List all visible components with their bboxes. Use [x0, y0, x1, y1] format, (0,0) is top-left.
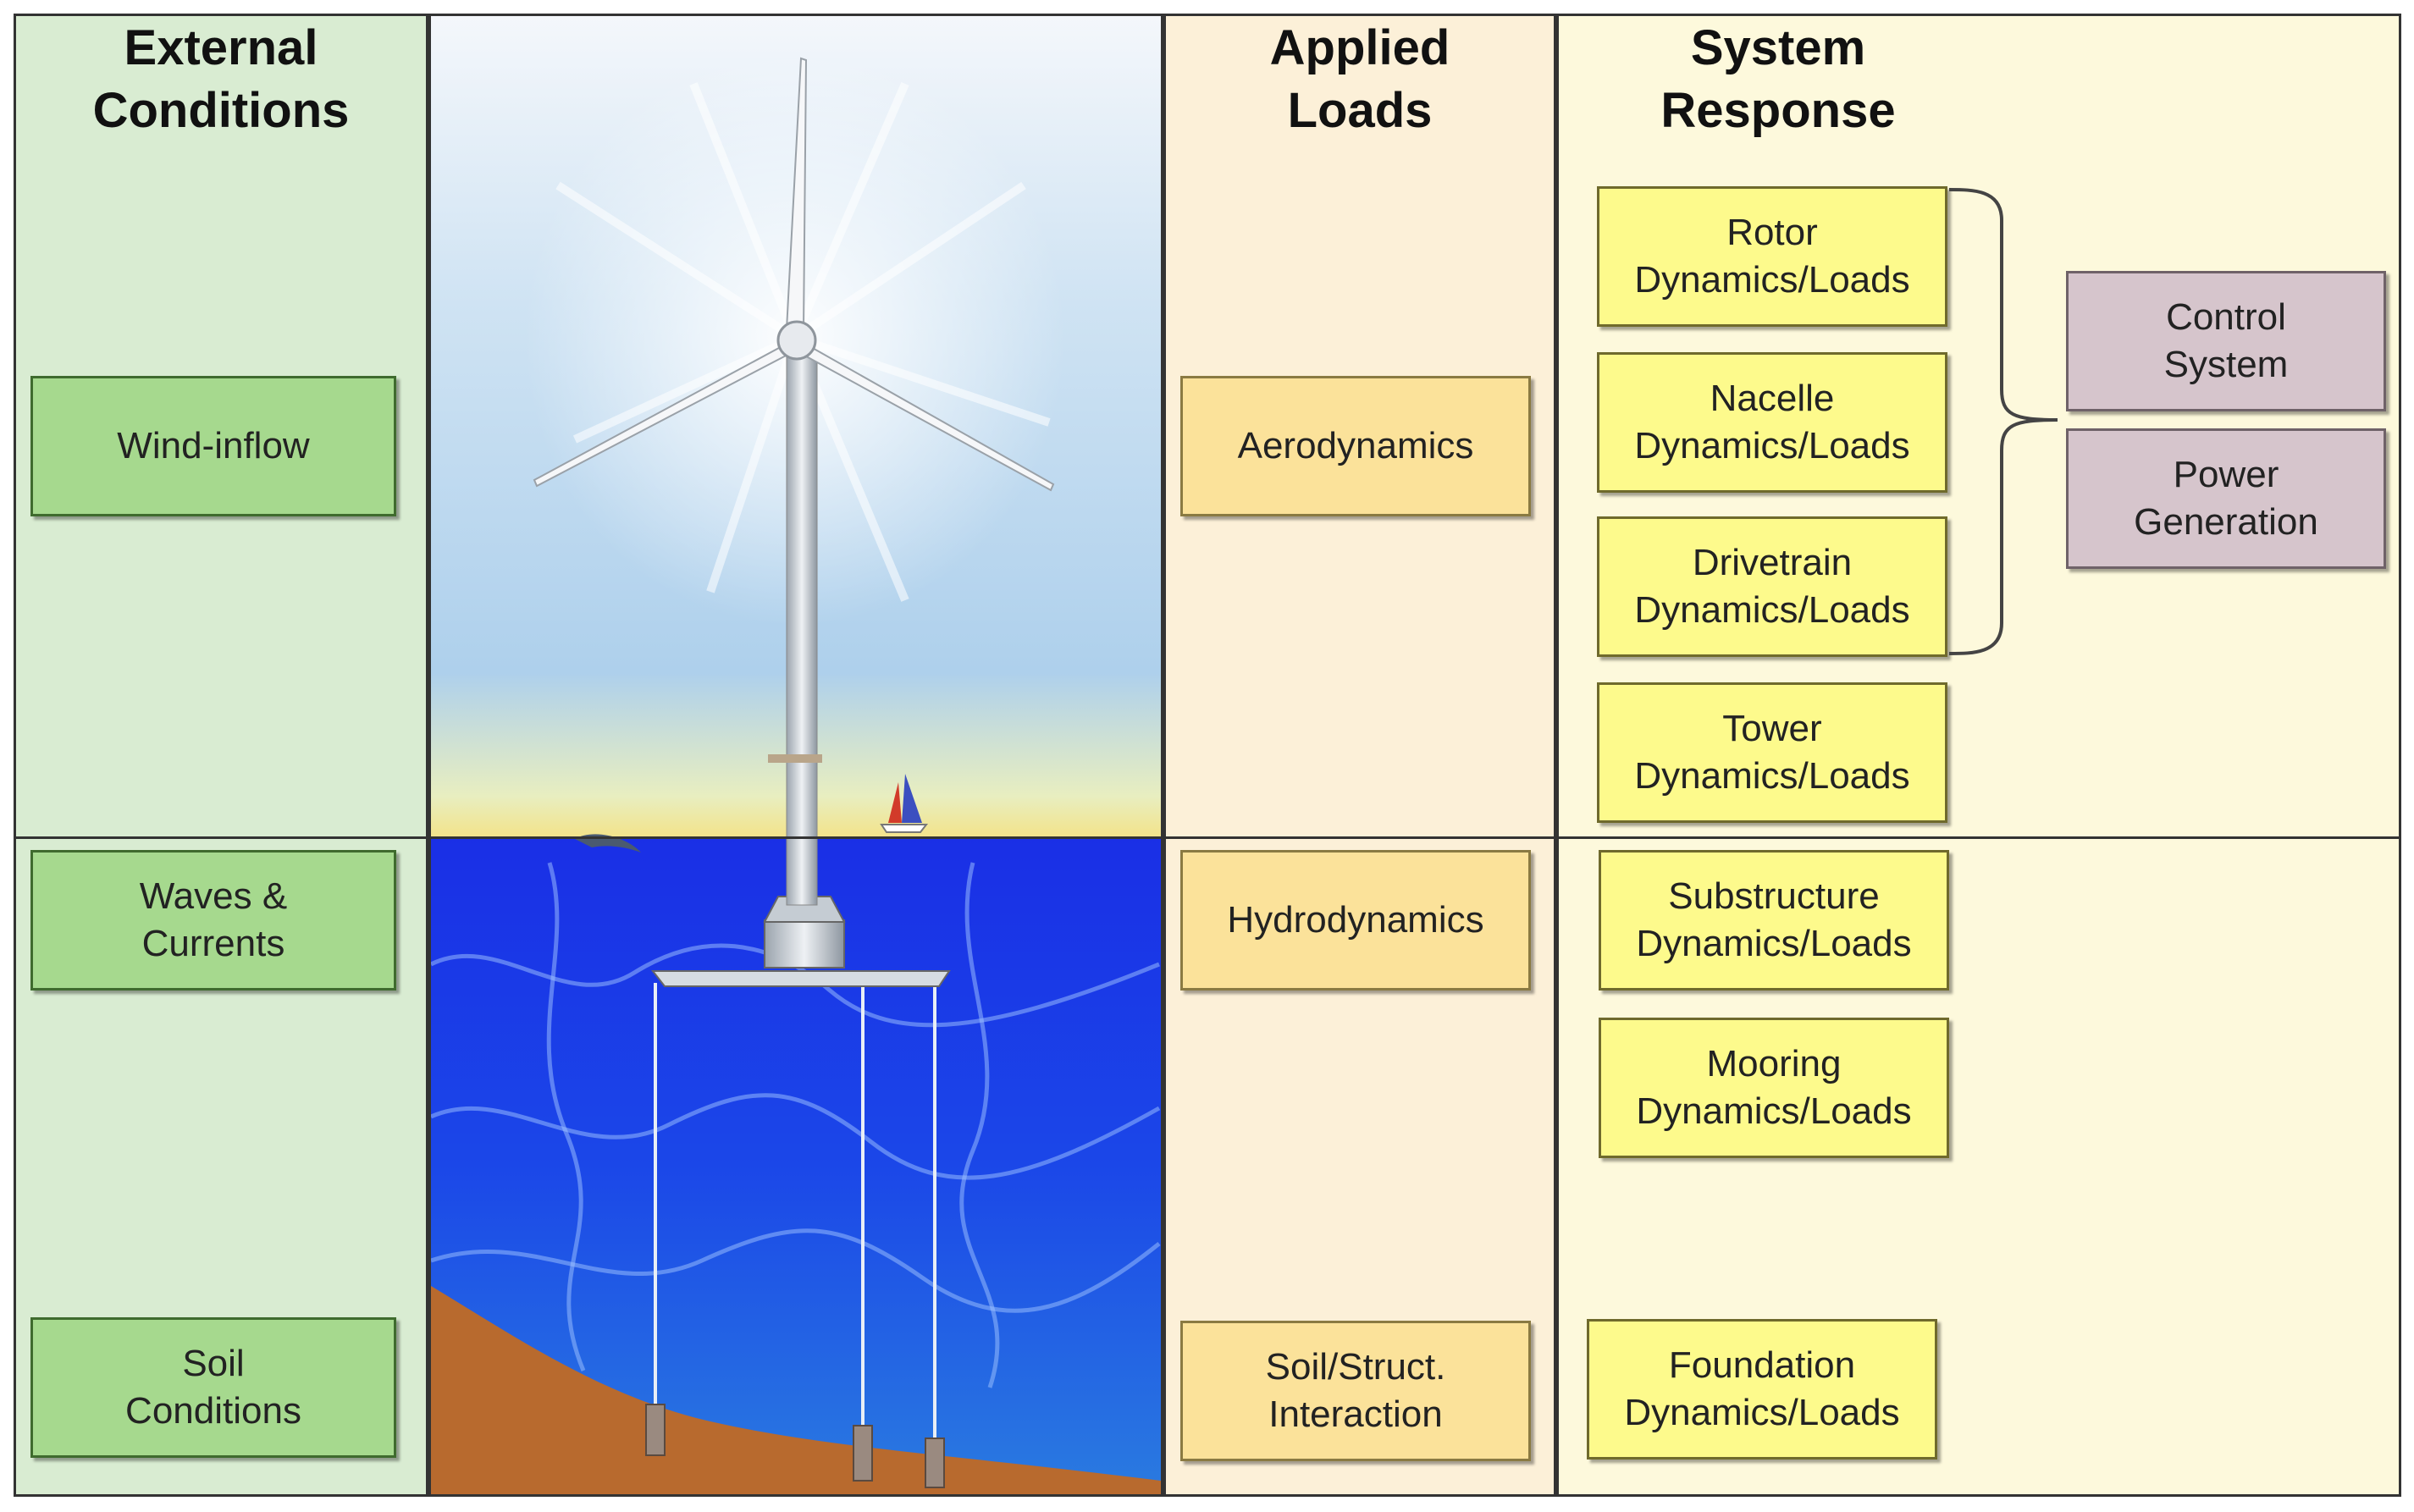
header-applied-loads: Applied Loads: [1269, 20, 1450, 138]
applied-loads-column: [1163, 14, 1556, 1497]
box-soil-structure-interaction: Soil/Struct. Interaction: [1180, 1321, 1531, 1461]
hub: [776, 320, 817, 361]
box-foundation-dynamics: Foundation Dynamics/Loads: [1587, 1319, 1937, 1460]
box-waves-currents: Waves & Currents: [30, 850, 396, 991]
tower: [786, 354, 818, 906]
box-nacelle-dynamics: Nacelle Dynamics/Loads: [1597, 352, 1947, 493]
box-aerodynamics: Aerodynamics: [1180, 376, 1531, 516]
tower-platform: [768, 754, 822, 763]
anchors: [645, 1404, 945, 1488]
offshore-wind-turbine-illustration: [431, 16, 1161, 1494]
air-water-divider: [14, 836, 2401, 839]
box-substructure-dynamics: Substructure Dynamics/Loads: [1599, 850, 1949, 991]
mooring-lines: [654, 983, 936, 1455]
box-rotor-dynamics: Rotor Dynamics/Loads: [1597, 186, 1947, 327]
header-external-conditions: External Conditions: [92, 20, 350, 138]
box-tower-dynamics: Tower Dynamics/Loads: [1597, 682, 1947, 823]
header-system-response: System Response: [1660, 20, 1896, 138]
rotor-blades: [533, 57, 1055, 492]
box-mooring-dynamics: Mooring Dynamics/Loads: [1599, 1018, 1949, 1158]
box-control-system: Control System: [2066, 271, 2386, 411]
box-power-generation: Power Generation: [2066, 428, 2386, 569]
sailboat: [880, 774, 929, 833]
external-conditions-column: [14, 14, 428, 1497]
box-hydrodynamics: Hydrodynamics: [1180, 850, 1531, 991]
water-caustics: [431, 862, 1161, 1388]
floating-platform: [650, 896, 951, 987]
grouping-brace: [1948, 188, 2058, 655]
box-soil-conditions: Soil Conditions: [30, 1317, 396, 1458]
box-wind-inflow: Wind-inflow: [30, 376, 396, 516]
rotor-motion-blur: [555, 82, 1051, 602]
box-drivetrain-dynamics: Drivetrain Dynamics/Loads: [1597, 516, 1947, 657]
seabed: [431, 1286, 1161, 1494]
